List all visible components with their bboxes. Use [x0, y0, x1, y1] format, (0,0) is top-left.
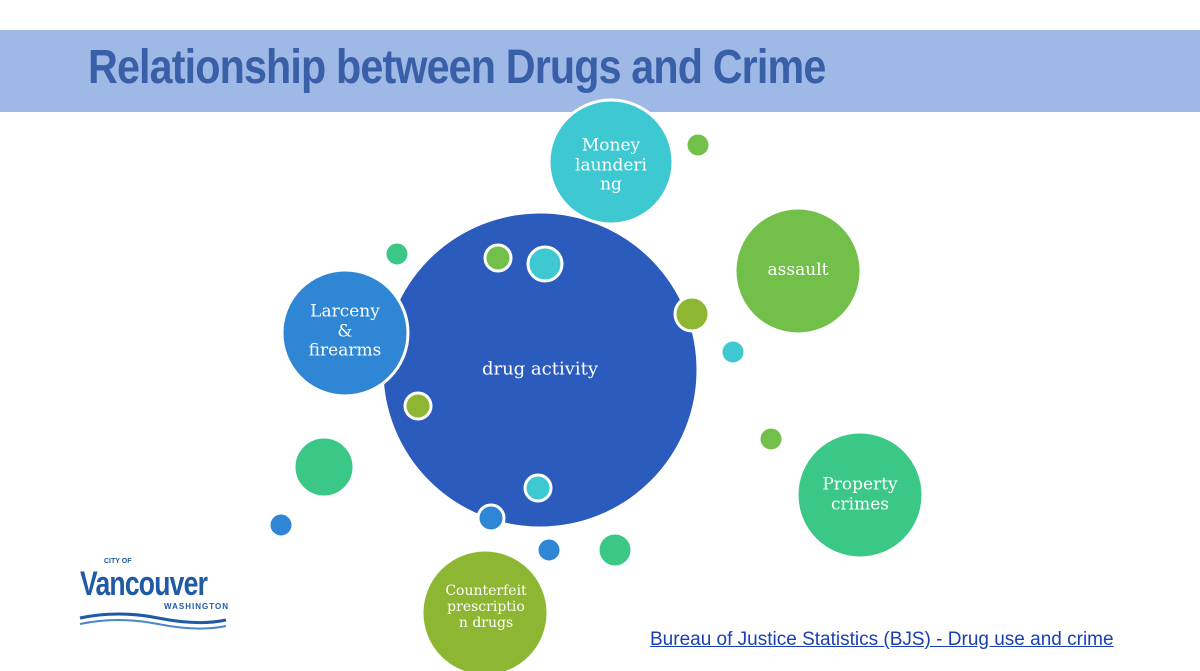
small-bubble [403, 391, 433, 421]
label-line: firearms [308, 340, 382, 361]
label-line: Property [822, 474, 898, 495]
slide-title: Relationship between Drugs and Crime [88, 41, 826, 94]
assault-label: assault [767, 260, 829, 281]
money-laundering-label: Money launderi ng [575, 135, 647, 196]
small-bubble [757, 425, 785, 453]
title-band [0, 30, 1200, 112]
small-bubble [673, 295, 711, 333]
larceny-label: Larceny & firearms [308, 301, 382, 362]
bubble-money-laundering [547, 98, 675, 226]
small-bubble [523, 473, 553, 503]
label-line: prescriptio [447, 598, 525, 615]
small-bubble [526, 245, 564, 283]
small-bubble [535, 536, 563, 564]
small-bubble [719, 338, 747, 366]
label-line: Larceny [310, 301, 380, 322]
small-bubble [476, 503, 506, 533]
property-crimes-label: Property crimes [822, 475, 897, 514]
small-bubble [684, 131, 712, 159]
city-of-vancouver-logo: CITY OF Vancouver WASHINGTON [78, 558, 228, 630]
small-bubble [383, 240, 411, 268]
label-line: Counterfeit [445, 582, 527, 599]
source-link[interactable]: Bureau of Justice Statistics (BJS) - Dru… [650, 629, 1114, 650]
small-bubble [483, 243, 513, 273]
label-line: ng [600, 174, 622, 195]
small-bubble [596, 531, 634, 569]
bubble-larceny [280, 268, 410, 398]
label-line: launderi [575, 155, 647, 176]
counterfeit-label: Counterfeit prescriptio n drugs [445, 583, 526, 631]
logo-city: CITY OF [104, 558, 132, 565]
bubble-counterfeit [420, 548, 550, 671]
logo-wave-icon [79, 612, 227, 630]
bubble-assault [733, 206, 863, 336]
small-bubble [292, 435, 356, 499]
label-line: n drugs [458, 615, 514, 632]
logo-name: Vancouver [80, 565, 208, 603]
label-line: Money [581, 135, 641, 156]
label-line: & [337, 321, 353, 342]
center-label: drug activity [481, 358, 599, 380]
label-line: crimes [831, 494, 889, 514]
bubble-property-crimes [795, 430, 925, 560]
small-bubble [267, 511, 295, 539]
logo-state: WASHINGTON [164, 602, 229, 611]
